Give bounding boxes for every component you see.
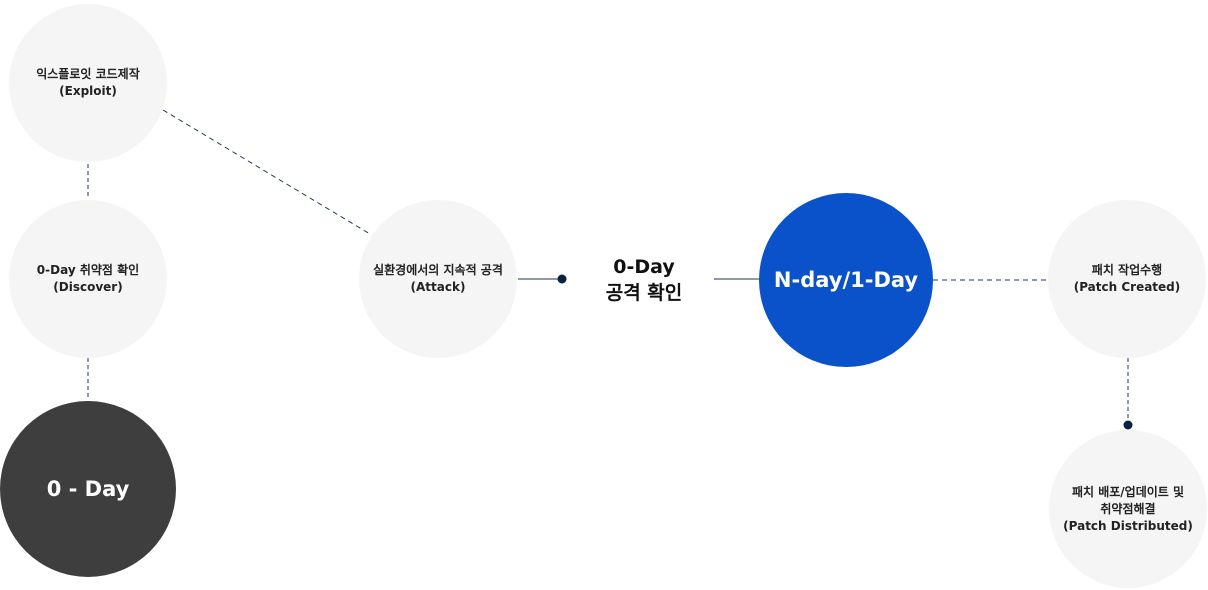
node-exploit: 익스플로잇 코드제작 (Exploit) [9, 4, 167, 162]
node-discover: 0-Day 취약점 확인 (Discover) [9, 200, 167, 358]
node-n-day-label: N-day/1-Day [773, 268, 919, 292]
node-zero-day-label: 0 - Day [46, 477, 130, 501]
node-exploit-title: 익스플로잇 코드제작 [36, 67, 140, 81]
node-n-day: N-day/1-Day [759, 193, 933, 367]
node-patch-distributed-subtitle: (Patch Distributed) [1063, 518, 1193, 533]
attack-confirmed-label: 0-Day 공격 확인 [566, 254, 722, 306]
attack-confirmed-line2: 공격 확인 [605, 282, 683, 304]
node-discover-subtitle: (Discover) [53, 280, 123, 294]
node-patch-created-title: 패치 작업수행 [1091, 263, 1163, 277]
node-patch-created: 패치 작업수행 (Patch Created) [1048, 200, 1206, 358]
node-attack: 실환경에서의 지속적 공격 (Attack) [359, 200, 517, 358]
node-discover-title: 0-Day 취약점 확인 [36, 263, 140, 277]
node-patch-distributed: 패치 배포/업데이트 및 취약점해결 (Patch Distributed) [1049, 430, 1207, 588]
node-patch-distributed-line1: 패치 배포/업데이트 및 [1071, 484, 1185, 499]
attack-confirmed-line1: 0-Day [613, 256, 675, 278]
node-patch-distributed-line2: 취약점해결 [1100, 501, 1156, 516]
connector-exploit-attack [162, 109, 371, 235]
node-zero-day: 0 - Day [0, 401, 176, 577]
connector-dot-patch [1123, 420, 1133, 430]
node-attack-subtitle: (Attack) [410, 280, 466, 294]
node-attack-title: 실환경에서의 지속적 공격 [373, 263, 503, 277]
node-exploit-subtitle: (Exploit) [59, 84, 117, 98]
node-patch-created-subtitle: (Patch Created) [1073, 280, 1181, 294]
